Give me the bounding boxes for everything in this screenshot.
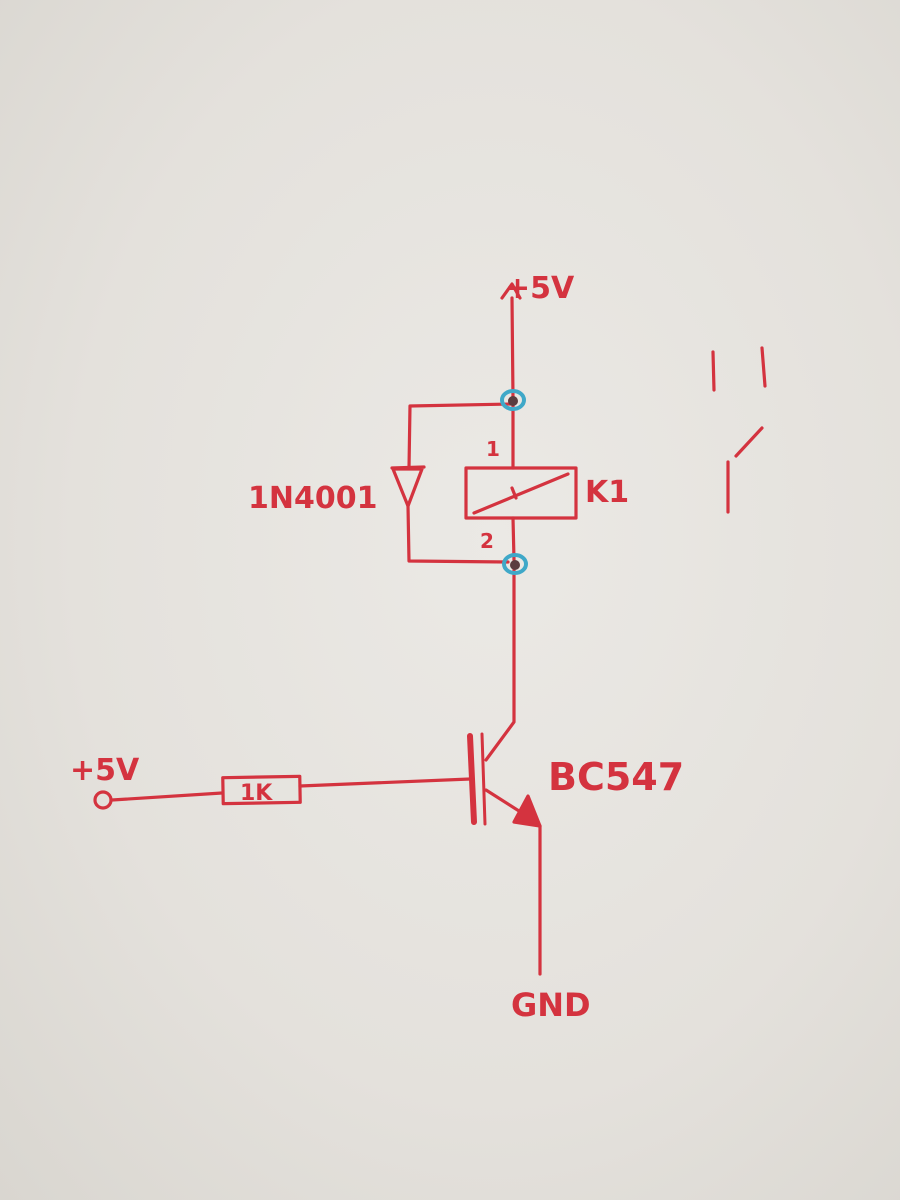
contact-line-1 — [711, 350, 716, 392]
diode-icon — [390, 465, 426, 508]
supply-arrow-icon — [500, 282, 522, 300]
relay-coil-tick — [510, 486, 518, 500]
label-relay: K1 — [585, 475, 629, 510]
transistor-base-bar — [467, 733, 477, 825]
transistor-emitter-arrow-icon — [512, 794, 542, 828]
wire-input-resistor — [110, 791, 224, 802]
contact-line-2 — [760, 346, 767, 388]
junction-dot-top-core — [508, 396, 518, 406]
relay-coil-icon — [464, 466, 578, 520]
junction-markers — [500, 389, 528, 575]
wire-top-supply — [510, 296, 515, 400]
label-vcc-top: +5V — [505, 271, 575, 306]
label-pin1: 1 — [486, 437, 500, 461]
transistor-base-bar-2 — [480, 732, 487, 826]
junction-dot-bottom — [502, 553, 528, 575]
label-vcc-left: +5V — [70, 753, 140, 788]
label-resistor: 1K — [240, 781, 273, 806]
wire-collector — [484, 568, 516, 762]
switch-contact-icon — [726, 426, 764, 514]
resistor-icon — [221, 774, 302, 806]
junction-dot-bottom-core — [510, 560, 520, 570]
input-terminal-icon — [93, 790, 113, 810]
wire-relay-pin2 — [511, 516, 516, 562]
label-ground: GND — [511, 986, 591, 1024]
wire-node1-left — [407, 402, 514, 470]
wire-resistor-base — [298, 777, 472, 788]
label-transistor: BC547 — [548, 755, 684, 799]
label-diode: 1N4001 — [248, 481, 377, 516]
label-pin2: 2 — [480, 529, 494, 553]
junction-dot-top — [500, 389, 526, 411]
relay-coil-slash — [472, 472, 570, 515]
wire-diode-bottom — [406, 504, 510, 564]
